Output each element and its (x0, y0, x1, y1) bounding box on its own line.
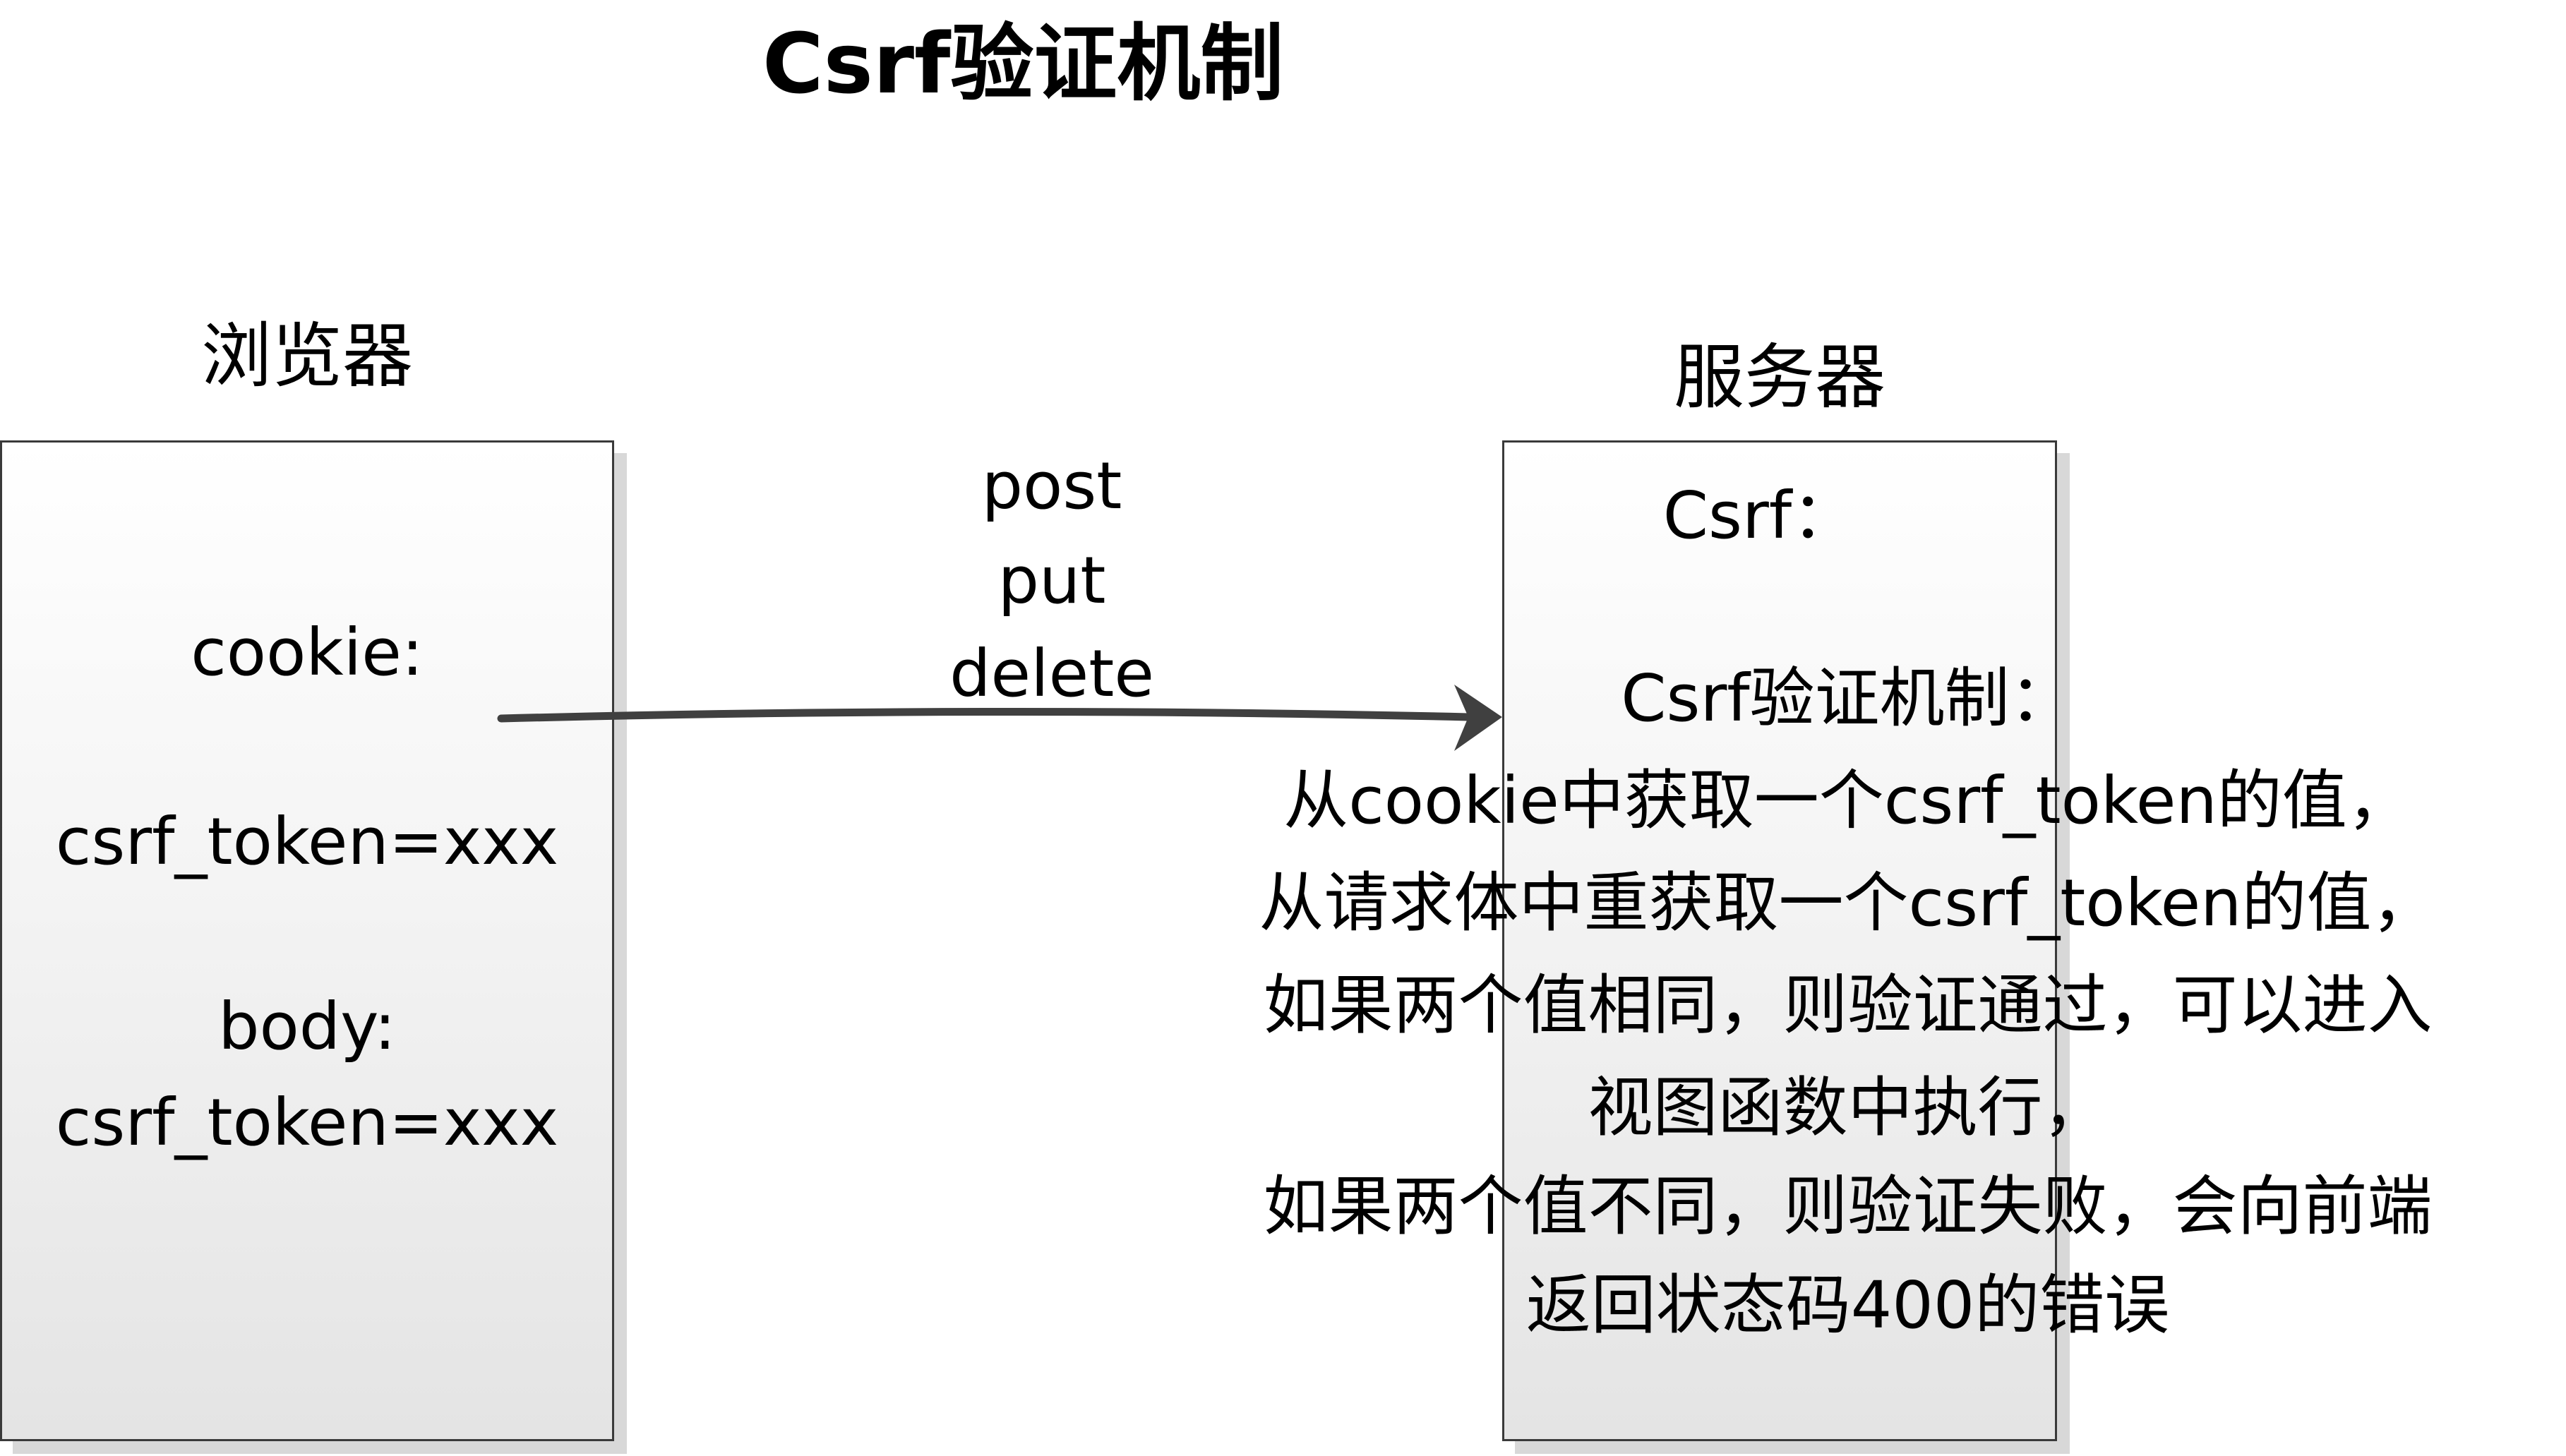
method-delete: delete (949, 636, 1154, 711)
server-label: 服务器 (1674, 336, 1885, 419)
body-label: body: (218, 989, 396, 1064)
browser-label: 浏览器 (201, 315, 413, 397)
body-token: csrf_token=xxx (55, 1085, 559, 1160)
diagram-title: Csrf验证机制 (762, 15, 1284, 112)
server-desc-line-5: 视图函数中执行， (1588, 1070, 2108, 1145)
server-desc-line-4: 如果两个值相同，则验证通过，可以进入 (1263, 968, 2433, 1043)
server-box (1502, 440, 2057, 1441)
server-desc-line-7: 返回状态码400的错误 (1525, 1268, 2170, 1343)
browser-box (0, 440, 614, 1441)
server-csrf-heading: Csrf： (1662, 478, 1857, 553)
server-desc-line-1: Csrf验证机制： (1621, 661, 2075, 736)
method-post: post (981, 448, 1122, 524)
cookie-token: csrf_token=xxx (55, 804, 559, 879)
server-desc-line-2: 从cookie中获取一个csrf_token的值， (1283, 763, 2412, 838)
method-put: put (997, 543, 1106, 618)
server-desc-line-6: 如果两个值不同，则验证失败，会向前端 (1263, 1169, 2433, 1244)
cookie-label: cookie: (191, 615, 424, 690)
server-desc-line-3: 从请求体中重获取一个csrf_token的值， (1259, 865, 2437, 941)
